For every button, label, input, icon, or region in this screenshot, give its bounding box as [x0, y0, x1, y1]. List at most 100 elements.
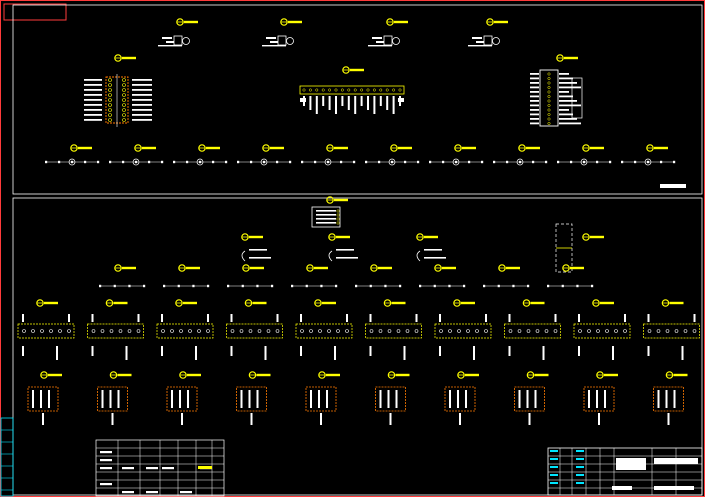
large-detail-left	[84, 54, 152, 127]
callout-marker	[328, 233, 350, 241]
callout-marker	[105, 299, 128, 307]
bracket-detail	[555, 223, 604, 273]
title-cyan-mark	[576, 458, 584, 460]
title-block	[547, 447, 703, 496]
mid-row-dimension	[355, 284, 402, 288]
callout-marker	[40, 371, 62, 379]
mid-row-dimension	[483, 284, 530, 288]
large-detail-right	[530, 54, 583, 127]
callout-marker	[70, 144, 92, 152]
frame-row-item	[295, 299, 353, 360]
mid-row-dimension	[99, 284, 146, 288]
title-cyan-mark	[576, 450, 584, 452]
detail-row-item	[429, 144, 484, 166]
callout-marker	[326, 196, 348, 204]
mid-row-item	[419, 264, 466, 288]
table-cell-mark	[146, 467, 158, 470]
callout-marker	[454, 144, 476, 152]
callout-marker	[114, 264, 136, 272]
detail-row-dimension	[429, 160, 484, 164]
title-cyan-mark	[550, 466, 558, 468]
detail-row-item	[237, 144, 292, 166]
callout-marker	[582, 233, 604, 241]
small-detail	[262, 18, 302, 47]
callout-marker	[596, 371, 618, 379]
detail-row-item	[557, 144, 612, 166]
frame-row-item	[365, 299, 422, 360]
detail-row-dimension	[621, 160, 676, 164]
detail-row-item	[173, 144, 228, 166]
callout-marker	[661, 299, 684, 307]
bottom-top-detail	[311, 196, 348, 228]
callout-marker	[109, 371, 132, 379]
callout-marker	[306, 264, 328, 272]
callout-marker	[114, 54, 136, 62]
table-cell-mark	[180, 491, 192, 494]
frame-row-item	[434, 299, 492, 360]
callout-marker	[134, 144, 156, 152]
title-cyan-mark	[550, 482, 558, 484]
callout-marker	[262, 144, 284, 152]
top-large-details	[84, 54, 583, 127]
detail-row-item	[493, 144, 548, 166]
title-cyan-mark	[550, 458, 558, 460]
bottom-box-row	[27, 371, 688, 425]
callout-marker	[498, 264, 520, 272]
callout-marker	[434, 264, 456, 272]
callout-marker	[486, 18, 508, 26]
callout-marker	[370, 264, 392, 272]
box-row-item	[375, 371, 410, 425]
top-small-details	[158, 18, 508, 47]
table-cell-mark	[146, 491, 158, 494]
callout-marker	[314, 299, 336, 307]
callout-marker	[36, 299, 58, 307]
table-cell-mark	[100, 467, 112, 470]
detail-row-dimension	[173, 160, 228, 164]
small-detail	[158, 18, 198, 47]
box-row-item	[166, 371, 201, 425]
bottom-section-frame	[12, 197, 703, 496]
callout-marker	[175, 299, 197, 307]
frame-row-item	[573, 299, 631, 360]
detail-row-item	[301, 144, 356, 166]
callout-marker	[248, 371, 271, 379]
left-cyan-strip	[0, 417, 14, 497]
mid-row-item	[227, 264, 274, 288]
frame-row-item	[17, 299, 75, 360]
callout-marker	[387, 371, 410, 379]
table-cell-mark	[122, 491, 134, 494]
mid-row-item	[99, 264, 146, 288]
schedule-table	[95, 439, 225, 497]
table-cell-mark	[162, 467, 174, 470]
frame-row-item	[156, 299, 214, 360]
bottom-mid-row	[99, 264, 594, 288]
table-cell-mark	[100, 451, 112, 454]
title-name-block	[616, 458, 646, 470]
box-row-item	[27, 371, 62, 425]
hook-detail	[416, 233, 446, 262]
table-cell-mark	[100, 459, 112, 462]
mid-row-dimension	[227, 284, 274, 288]
callout-marker	[522, 299, 545, 307]
small-detail	[468, 18, 508, 47]
title-project-block	[654, 458, 698, 464]
detail-row-dimension	[365, 160, 420, 164]
callout-marker	[562, 264, 584, 272]
callout-marker	[556, 54, 578, 62]
callout-marker	[453, 299, 475, 307]
callout-marker	[280, 18, 302, 26]
frame-row-item	[504, 299, 561, 360]
mid-row-item	[547, 264, 594, 288]
frame-row-item	[87, 299, 144, 360]
callout-marker	[390, 144, 412, 152]
hook-detail	[241, 233, 271, 262]
title-cyan-mark	[576, 474, 584, 476]
top-detail-row	[45, 144, 676, 166]
callout-marker	[665, 371, 688, 379]
callout-marker	[416, 233, 438, 241]
detail-row-dimension	[45, 160, 100, 164]
table-cell-mark	[122, 467, 134, 470]
mid-row-item	[483, 264, 530, 288]
mid-row-dimension	[163, 284, 210, 288]
